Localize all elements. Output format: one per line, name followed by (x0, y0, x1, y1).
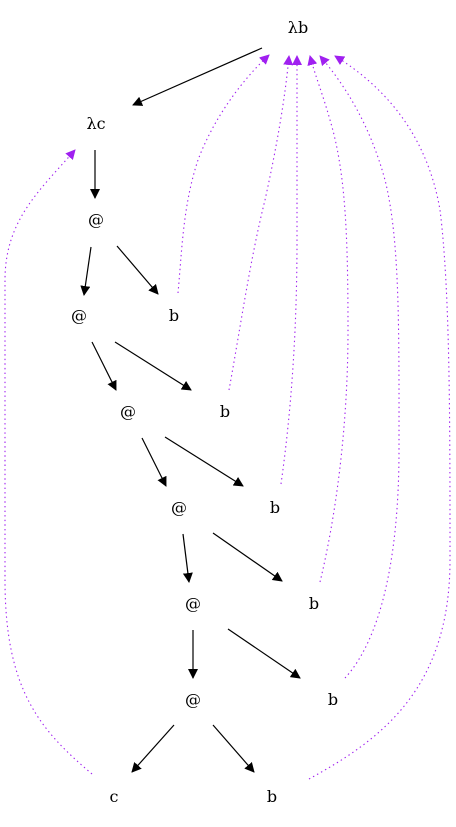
node-b2: b (220, 402, 230, 421)
edge-app4-to-b4 (212, 532, 283, 582)
node-app5: @ (185, 594, 201, 613)
binding-edge-b1-to-lambda-b (177, 54, 270, 294)
edge-lambda-b-to-lambda-c (132, 47, 263, 106)
edge-app4-to-app5 (182, 533, 193, 583)
node-app3: @ (120, 402, 136, 421)
binding-edge-b6-to-lambda-b (308, 55, 451, 780)
node-app6: @ (185, 690, 201, 709)
binding-edge-b5-to-lambda-b (319, 55, 400, 679)
node-lambda-b: λb (288, 18, 308, 37)
edge-app2-to-app3 (91, 341, 117, 391)
binding-edge-b3-to-lambda-b (280, 55, 302, 485)
node-b1: b (169, 306, 179, 325)
edge-app3-to-app4 (141, 437, 167, 487)
edge-app1-to-b1 (116, 245, 159, 295)
node-b4: b (309, 594, 319, 613)
node-b3: b (270, 498, 280, 517)
tree-edges (80, 47, 301, 773)
node-labels: λb λc @ b @ @ b @ b @ b @ b c b (71, 18, 338, 806)
node-lambda-c: λc (86, 114, 105, 133)
node-b5: b (328, 690, 338, 709)
edge-app1-to-app2 (80, 246, 92, 296)
edge-app6-to-c (131, 724, 175, 773)
node-app1: @ (88, 210, 104, 229)
edge-app6-to-b6 (212, 724, 255, 773)
node-app2: @ (71, 306, 87, 325)
node-app4: @ (171, 498, 187, 517)
binding-edge-b4-to-lambda-b (307, 55, 349, 583)
edge-app5-to-b5 (227, 628, 301, 679)
binding-edge-b2-to-lambda-b (228, 55, 294, 391)
node-c: c (110, 787, 119, 806)
binding-edge-c-to-lambda-c (4, 149, 93, 775)
edge-app3-to-b3 (164, 436, 244, 487)
edge-app2-to-b2 (114, 341, 192, 391)
binding-edges (4, 54, 451, 780)
node-b6: b (267, 787, 277, 806)
